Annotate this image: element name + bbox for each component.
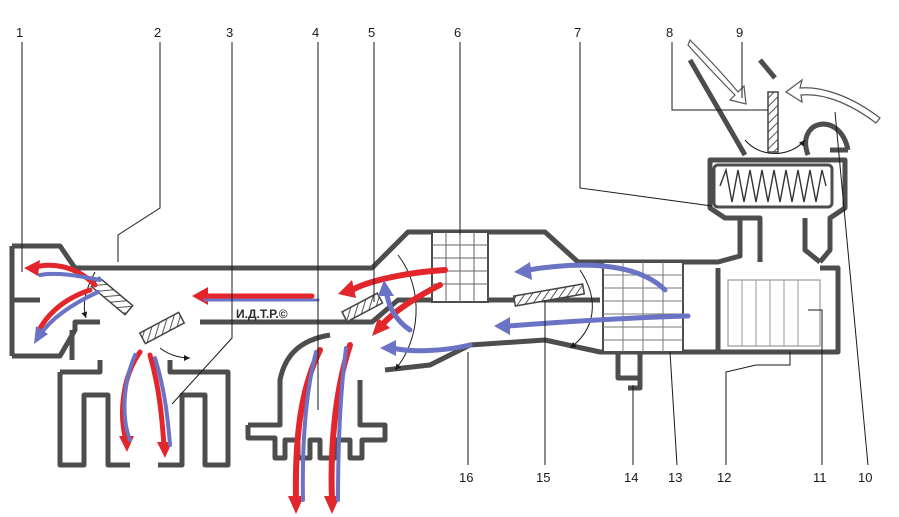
- cold-arrow-windshield: [38, 271, 102, 282]
- blower: [712, 163, 834, 209]
- cold-arrow-bypass-low: [389, 342, 473, 354]
- dampers: [90, 91, 779, 345]
- hot-arrow-floor-center-1: [292, 347, 323, 503]
- hot-arrow-floor-center-1-head: [288, 496, 304, 514]
- callout-3: 3: [226, 25, 233, 40]
- hot-arrow-to-floor-head: [372, 318, 390, 336]
- hot-arrow-to-panel-head: [338, 280, 356, 298]
- callout-16: 16: [459, 470, 473, 485]
- hot-arrow-panel-head: [192, 287, 208, 305]
- cold-arrow-bypass-up-head: [378, 280, 394, 296]
- filter-block: [727, 279, 821, 347]
- callout-14: 14: [624, 470, 638, 485]
- cold-arrow-recirc-top: [525, 262, 668, 293]
- cold-arrow-bypass-low-head: [380, 340, 396, 356]
- watermark: И.Д.Т.Р.©: [236, 307, 288, 321]
- callout-9: 9: [736, 25, 743, 40]
- damper-blend: [340, 292, 384, 323]
- leader-lines: [21, 42, 869, 466]
- callout-8: 8: [666, 25, 673, 40]
- callout-2: 2: [154, 25, 161, 40]
- cold-arrow-floor-center-1: [300, 350, 318, 502]
- outside-arrow-left: [687, 38, 747, 105]
- cold-arrow-defrost-head: [34, 326, 48, 344]
- outside-air-arrows: [687, 38, 881, 124]
- callout-6: 6: [454, 25, 461, 40]
- cold-arrow-floor-center-2: [336, 346, 348, 502]
- callout-15: 15: [536, 470, 550, 485]
- hot-arrow-floor-1-head: [119, 436, 134, 452]
- hot-arrow-defrost: [35, 287, 93, 335]
- callout-10: 10: [858, 470, 872, 485]
- callout-4: 4: [312, 25, 319, 40]
- cold-airflow-arrows: [34, 262, 691, 502]
- hot-arrow-floor-2-head: [157, 442, 172, 458]
- heater-core: [431, 231, 489, 303]
- callout-13: 13: [668, 470, 682, 485]
- damper-recirc: [512, 283, 586, 307]
- callout-12: 12: [717, 470, 731, 485]
- callout-5: 5: [368, 25, 375, 40]
- cold-arrow-recirc-low: [505, 313, 691, 329]
- damper-intake: [767, 91, 779, 153]
- callout-labels: 1 2 3 4 5 6 7 8 9 10 11 12 13 14 15 16: [16, 25, 872, 485]
- cold-arrow-floor-2: [153, 356, 172, 447]
- cold-arrow-recirc-low-head: [494, 317, 510, 335]
- hot-arrow-floor-2: [147, 352, 167, 448]
- hot-arrow-windshield-head: [24, 260, 40, 276]
- hot-arrow-floor-center-2-head: [324, 496, 340, 514]
- hot-arrow-to-floor: [379, 282, 443, 328]
- callout-11: 11: [813, 470, 827, 485]
- damper-defrost: [90, 276, 134, 316]
- pivot-arcs: [81, 139, 806, 371]
- outside-arrow-right: [784, 78, 881, 124]
- cold-arrow-floor-1: [122, 353, 137, 442]
- hot-arrow-to-panel: [349, 267, 448, 293]
- damper-floor-left: [138, 311, 186, 345]
- callout-7: 7: [574, 25, 581, 40]
- cold-arrow-recirc-top-head: [514, 262, 532, 280]
- housing-walls: [9, 58, 851, 468]
- callout-1: 1: [16, 25, 23, 40]
